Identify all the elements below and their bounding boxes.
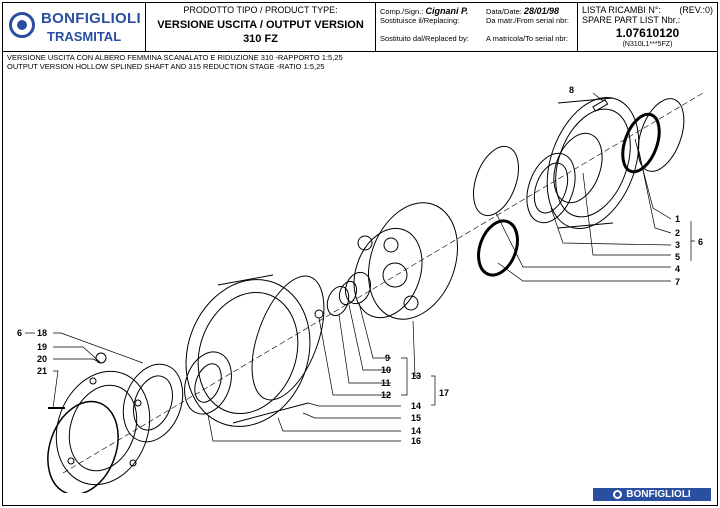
signature-cell: Comp./Sign.: Cignani P. Data/Date: 28/01… <box>376 3 578 51</box>
product-type-label: PRODOTTO TIPO / PRODUCT TYPE: <box>183 5 338 15</box>
date-label: Data/Date: <box>486 7 522 16</box>
sun-gear-9 <box>344 271 372 305</box>
date-value: 28/01/98 <box>523 6 559 16</box>
bearing-18 <box>122 363 184 443</box>
seal-7 <box>477 219 519 277</box>
replacing-label: Sostituisce il/Replacing: <box>380 16 460 25</box>
callout-4: 4 <box>675 264 680 274</box>
callout-14b: 14 <box>411 426 421 436</box>
ring-gear <box>185 274 325 427</box>
product-model: 310 FZ <box>243 33 278 45</box>
callout-2: 2 <box>675 228 680 238</box>
description-en: OUTPUT VERSION HOLLOW SPLINED SHAFT AND … <box>7 62 325 71</box>
flange-19 <box>55 370 151 486</box>
callout-20: 20 <box>37 354 47 364</box>
spare-list-label-en: SPARE PART LIST Nbr.: <box>582 15 681 25</box>
footer-logo: BONFIGLIOLI <box>593 488 711 501</box>
callout-13: 13 <box>411 371 421 381</box>
callout-18: 18 <box>37 328 47 338</box>
logo-line1: BONFIGLIOLI <box>41 10 141 27</box>
seal-2 <box>621 112 661 174</box>
washer-12 <box>314 309 324 319</box>
spare-list-label: LISTA RICAMBI N°: <box>582 5 661 15</box>
callout-1: 1 <box>675 214 680 224</box>
to-serial-label: A matricola/To serial nbr: <box>486 34 569 43</box>
output-version: VERSIONE USCITA / OUTPUT VERSION <box>157 19 364 31</box>
callout-21: 21 <box>37 366 47 376</box>
callout-10: 10 <box>381 365 391 375</box>
callout-16: 16 <box>411 436 421 446</box>
logo-line2: TRASMITAL <box>47 29 122 44</box>
company-logo: BONFIGLIOLI TRASMITAL <box>3 3 146 51</box>
from-serial-label: Da matr./From serial nbr: <box>486 16 569 25</box>
callout-9: 9 <box>385 353 390 363</box>
bonfiglioli-logo-mark-icon <box>9 12 35 38</box>
bearing-3 <box>526 152 576 224</box>
description-it: VERSIONE USCITA CON ALBERO FEMMINA SCANA… <box>7 53 343 62</box>
product-type-cell: PRODOTTO TIPO / PRODUCT TYPE: VERSIONE U… <box>146 3 376 51</box>
ring-10 <box>338 280 358 306</box>
sign-label: Comp./Sign.: <box>380 7 424 16</box>
callout-8: 8 <box>569 85 574 95</box>
spare-subcode: (N310L1***5FZ) <box>622 41 673 48</box>
footer-brand: BONFIGLIOLI <box>626 489 691 500</box>
callout-15: 15 <box>411 413 421 423</box>
description: VERSIONE USCITA CON ALBERO FEMMINA SCANA… <box>7 53 343 71</box>
exploded-drawing: 8 1 2 3 5 4 7 6 9 10 11 12 13 17 14 15 1… <box>17 85 704 493</box>
planet-carrier <box>353 202 458 320</box>
title-block: BONFIGLIOLI TRASMITAL PRODOTTO TIPO / PR… <box>3 3 717 52</box>
pin-8 <box>592 99 609 112</box>
axis-line <box>62 92 704 474</box>
circlip-11 <box>326 285 350 317</box>
callout-7: 7 <box>675 277 680 287</box>
replaced-by-label: Sostituito dal/Replaced by: <box>380 34 469 43</box>
callout-5: 5 <box>675 252 680 262</box>
sign-value: Cignani P. <box>425 6 469 16</box>
ring-4 <box>473 145 519 217</box>
revision: (REV.:0) <box>679 5 713 15</box>
callout-14a: 14 <box>411 401 421 411</box>
spare-code: 1.07610120 <box>615 26 680 40</box>
leader-lines <box>52 92 695 442</box>
callout-6: 6 <box>698 237 703 247</box>
snap-ring-21 <box>47 400 119 493</box>
output-housing <box>546 97 640 229</box>
callout-3: 3 <box>675 240 680 250</box>
callout-17: 17 <box>439 388 449 398</box>
callout-12: 12 <box>381 390 391 400</box>
callout-19: 19 <box>37 342 47 352</box>
callout-11: 11 <box>381 378 391 388</box>
footer-logo-mark-icon <box>613 490 623 499</box>
snap-ring-1 <box>637 98 685 172</box>
spare-part-cell: LISTA RICAMBI N°: (REV.:0) SPARE PART LI… <box>578 3 717 51</box>
callout-6-left: 6 <box>17 328 22 338</box>
hollow-shaft-16 <box>184 351 232 415</box>
